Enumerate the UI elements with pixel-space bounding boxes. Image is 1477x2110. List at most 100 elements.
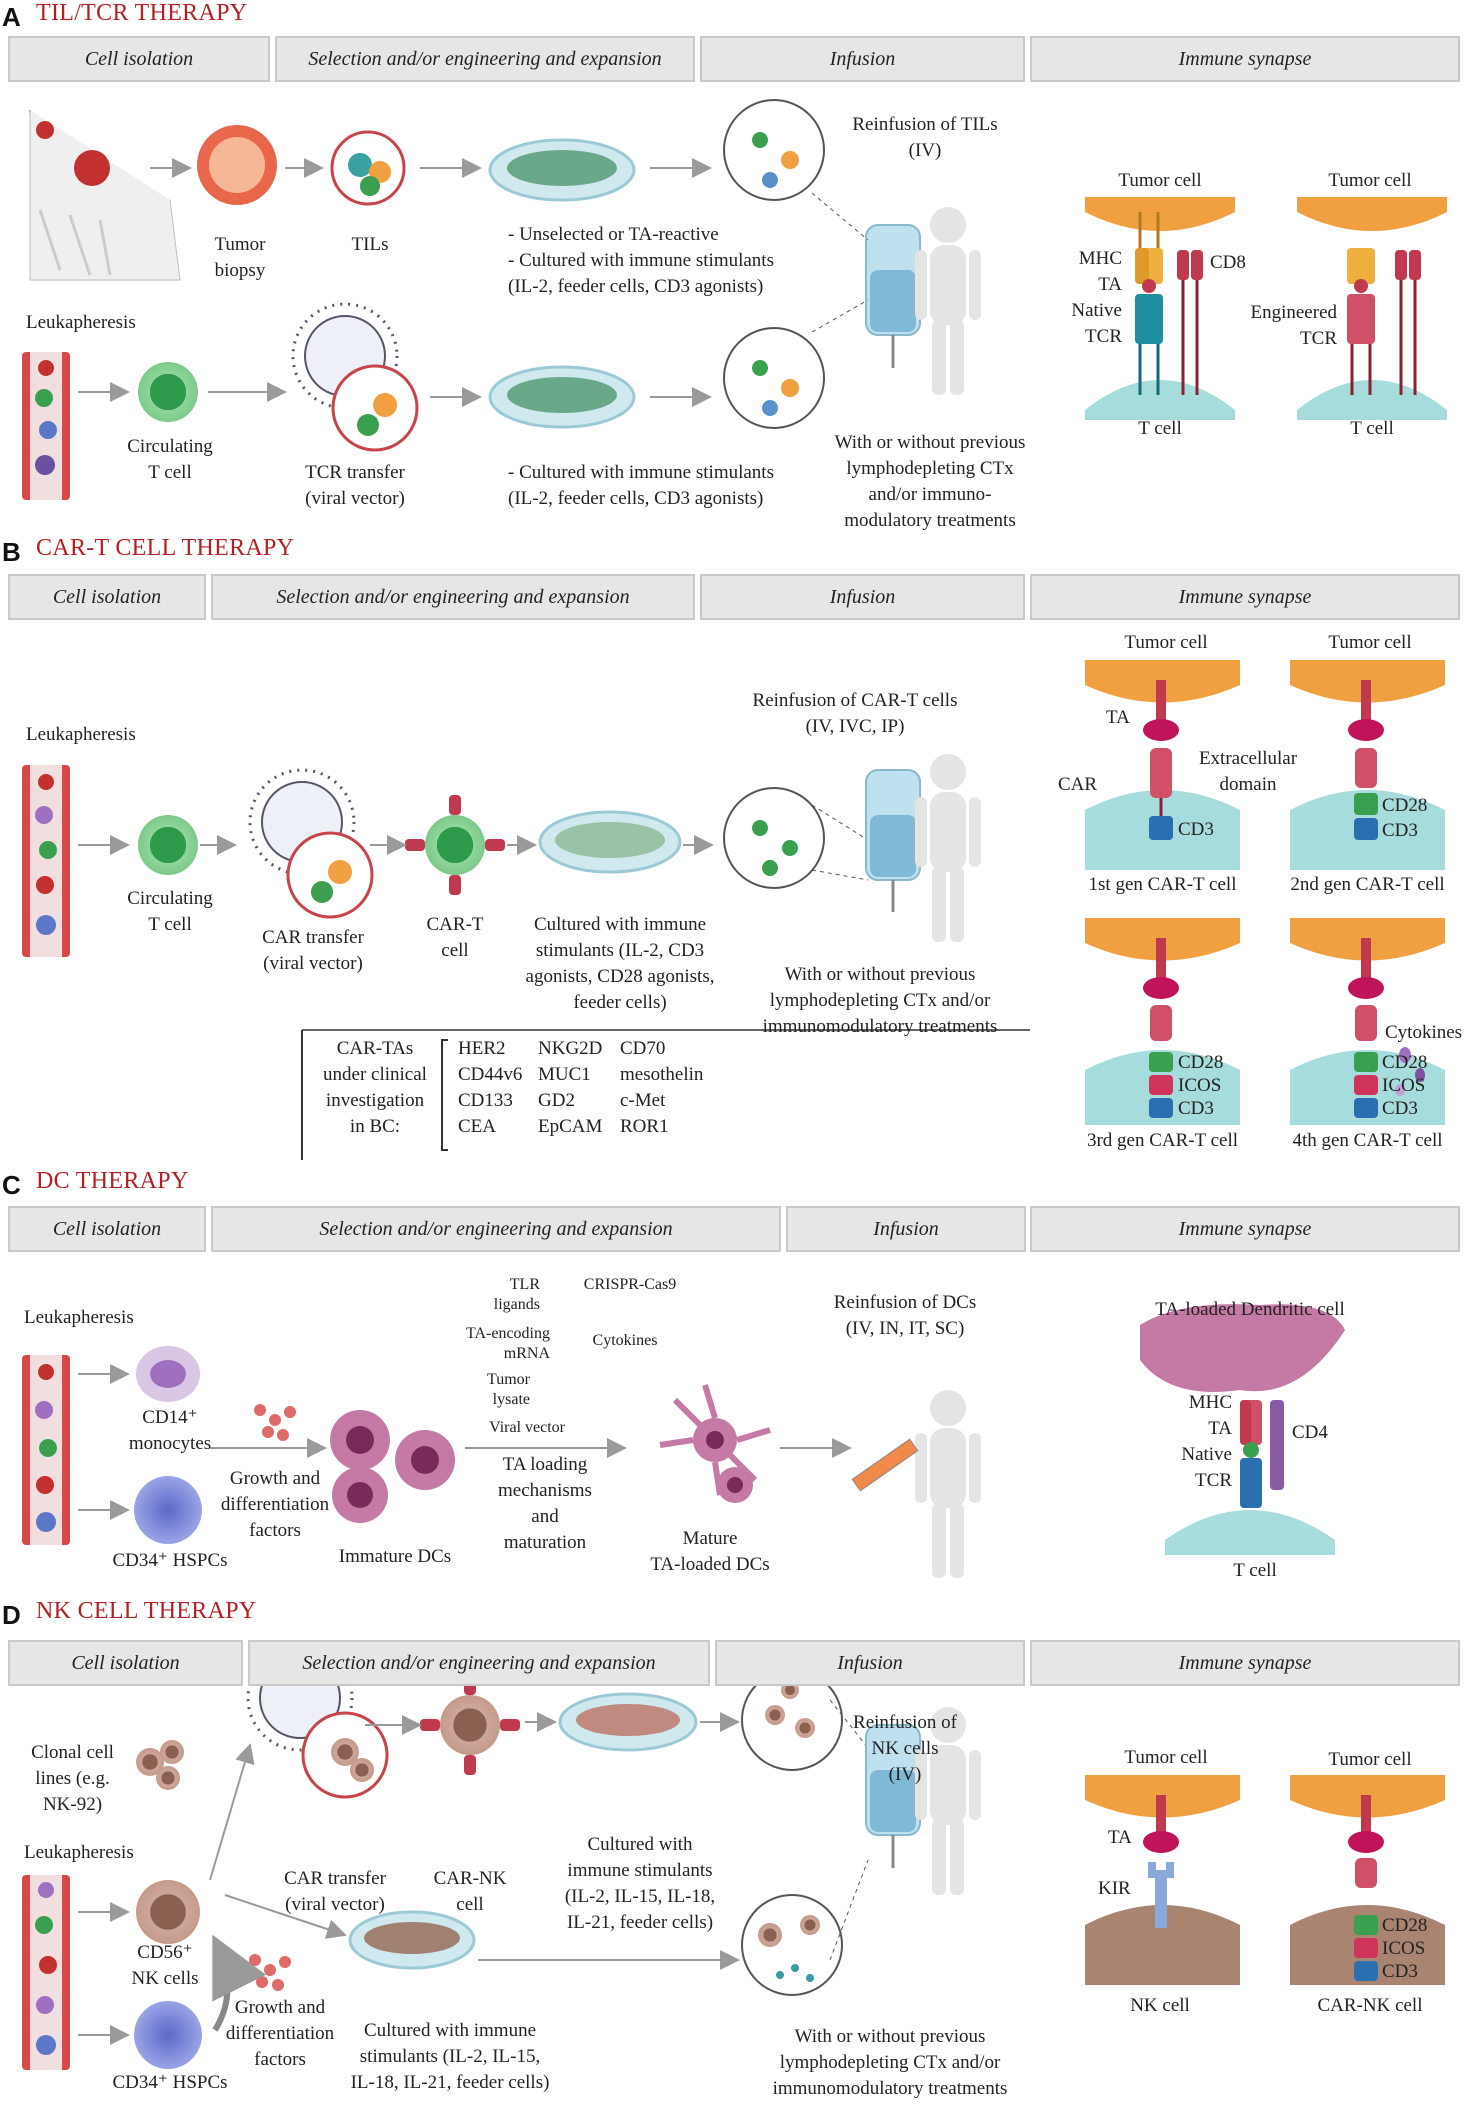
syringe-icon: [851, 1438, 919, 1492]
dc-synapse: [1140, 1304, 1345, 1555]
car-nk-cell-icon: [420, 1675, 520, 1775]
car-t-cell-icon: [405, 795, 505, 895]
breast-illustration: [29, 109, 181, 281]
label-previous-b: With or without previous lymphodepleting…: [762, 964, 998, 1037]
header-infusion-b: Infusion: [700, 574, 1025, 620]
car-ta-item: mesothelin: [620, 1064, 704, 1085]
section-d-title: NK CELL THERAPY: [36, 1598, 257, 1624]
header-immune-synapse-c: Immune synapse: [1030, 1206, 1460, 1252]
label-clonal-cell-lines: Clonal cell lines (e.g. NK-92): [31, 1742, 114, 1815]
label-car-tas-heading: CAR-TAs under clinical investigation in …: [323, 1038, 427, 1137]
mature-dcs-icon: [659, 1384, 771, 1503]
car-ta-item: CD70: [620, 1038, 666, 1059]
patient-silhouette-a: [915, 207, 981, 395]
header-cell-isolation-d: Cell isolation: [8, 1640, 243, 1686]
header-selection-a: Selection and/or engineering and expansi…: [275, 36, 695, 82]
immune-synapse-a2: [1297, 197, 1447, 420]
label-reinfusion-tils: Reinfusion of TILs (IV): [852, 114, 998, 161]
label-tils: TILs: [351, 234, 389, 255]
label-tumor-cell-a1: Tumor cell: [1118, 170, 1202, 191]
label-cd3-car-nk: CD3: [1382, 1961, 1418, 1982]
label-car: CAR: [1058, 774, 1098, 795]
car-ta-item: CEA: [458, 1116, 496, 1137]
label-car-nk-cell: CAR-NK cell: [433, 1868, 507, 1915]
label-nk-cell: NK cell: [1130, 1995, 1190, 2016]
label-leukapheresis-a: Leukapheresis: [26, 312, 136, 333]
label-reinfusion-car-t: Reinfusion of CAR-T cells (IV, IVC, IP): [752, 690, 958, 737]
header-cell-isolation-a: Cell isolation: [8, 36, 270, 82]
header-immune-synapse-a: Immune synapse: [1030, 36, 1460, 82]
growth-factors-d: [249, 1954, 291, 1991]
label-ta-loading: TA loading mechanisms and maturation: [498, 1454, 592, 1553]
label-cd3-gen1: CD3: [1178, 819, 1214, 840]
zoom-circle-b: [723, 787, 825, 889]
label-leukapheresis-b: Leukapheresis: [26, 724, 136, 745]
label-t-cell-a2: T cell: [1350, 418, 1394, 439]
car-tas-col2: NKG2D MUC1 GD2 EpCAM: [538, 1036, 628, 1140]
header-selection-d: Selection and/or engineering and expansi…: [248, 1640, 710, 1686]
iv-bag-d: [865, 1724, 921, 1868]
label-leukapheresis-d: Leukapheresis: [24, 1842, 134, 1863]
car-ta-item: GD2: [538, 1090, 575, 1111]
label-cultured-b: Cultured with immune stimulants (IL-2, C…: [525, 914, 715, 1013]
label-gen3: 3rd gen CAR-T cell: [1086, 1130, 1239, 1151]
immature-dcs-icon: [330, 1410, 455, 1523]
label-crispr: CRISPR-Cas9: [583, 1276, 677, 1293]
label-reinfusion-nk: Reinfusion of NK cells (IV): [853, 1712, 957, 1785]
label-previous-a: With or without previous lymphodepleting…: [834, 432, 1026, 531]
label-car-transfer-d: CAR transfer (viral vector): [284, 1868, 386, 1915]
label-dendritic-cell: TA-loaded Dendritic cell: [1155, 1299, 1345, 1320]
label-mhc-stack-c: MHC TA Native TCR: [1181, 1392, 1232, 1491]
label-growth-factors-d: Growth and differentiation factors: [225, 1997, 335, 2070]
car-ta-item: CD133: [458, 1090, 513, 1111]
label-tumor-cell-b1: Tumor cell: [1124, 632, 1208, 653]
label-t-cell-c: T cell: [1233, 1560, 1277, 1581]
blood-vessel-b: [22, 765, 70, 957]
label-dish-a2: - Cultured with immune stimulants (IL-2,…: [508, 462, 774, 509]
label-extracellular-domain: Extracellular domain: [1198, 748, 1298, 795]
label-ta-d: TA: [1108, 1827, 1132, 1848]
label-t-cell-a1: T cell: [1138, 418, 1182, 439]
blood-vessel-a: [22, 352, 70, 500]
iv-bag-b: [865, 769, 921, 912]
label-tumor-cell-b2: Tumor cell: [1328, 632, 1412, 653]
immune-synapse-a1: [1085, 197, 1235, 420]
clonal-cell-icon: [136, 1740, 184, 1790]
zoom-circle-a2: [723, 327, 825, 429]
label-leukapheresis-c: Leukapheresis: [24, 1307, 134, 1328]
car-ta-item: EpCAM: [538, 1116, 603, 1137]
label-cultured-bottom-d: Cultured with immune stimulants (IL-2, I…: [350, 2020, 550, 2093]
label-circulating-b: Circulating T cell: [127, 888, 213, 935]
label-tumor-lysate: Tumor lysate: [487, 1371, 530, 1408]
label-gen2: 2nd gen CAR-T cell: [1290, 874, 1445, 895]
nk-synapse: [1085, 1775, 1240, 1985]
label-cd14-monocytes: CD14⁺ monocytes: [128, 1407, 212, 1454]
label-gen1: 1st gen CAR-T cell: [1088, 874, 1237, 895]
car-tas-col3: CD70 mesothelin c-Met ROR1: [620, 1036, 730, 1140]
label-tumor-cell-d2: Tumor cell: [1328, 1749, 1412, 1770]
circulating-tcell-a: [138, 362, 198, 422]
label-icos-car-nk: ICOS: [1382, 1938, 1426, 1959]
section-b-letter: B: [2, 537, 21, 567]
zoom-circle-d2: [741, 1894, 843, 1996]
label-cytokines-gen4: Cytokines: [1385, 1022, 1463, 1043]
label-cd34-hspcs-c: CD34⁺ HSPCs: [112, 1550, 228, 1571]
cd34-hspc-icon-d: [134, 2001, 202, 2069]
label-viral-vector-c: Viral vector: [489, 1419, 565, 1436]
section-c-title: DC THERAPY: [36, 1168, 189, 1194]
label-car-transfer-b: CAR transfer (viral vector): [262, 927, 364, 974]
car-nk-synapse: [1290, 1775, 1445, 1985]
label-reinfusion-dcs: Reinfusion of DCs (IV, IN, IT, SC): [833, 1292, 977, 1339]
label-car-t-cell: CAR-T cell: [426, 914, 484, 961]
label-cd3-gen3: CD3: [1178, 1098, 1214, 1119]
label-circulating-a: Circulating T cell: [127, 436, 213, 483]
growth-factors-c: [254, 1404, 296, 1441]
label-tumor-cell-d1: Tumor cell: [1124, 1747, 1208, 1768]
header-selection-c: Selection and/or engineering and expansi…: [211, 1206, 781, 1252]
header-immune-synapse-b: Immune synapse: [1030, 574, 1460, 620]
section-a-title: TIL/TCR THERAPY: [36, 0, 248, 26]
label-cd56-nk: CD56⁺ NK cells: [131, 1942, 199, 1989]
header-cell-isolation-b: Cell isolation: [8, 574, 206, 620]
circulating-tcell-b: [138, 815, 198, 875]
